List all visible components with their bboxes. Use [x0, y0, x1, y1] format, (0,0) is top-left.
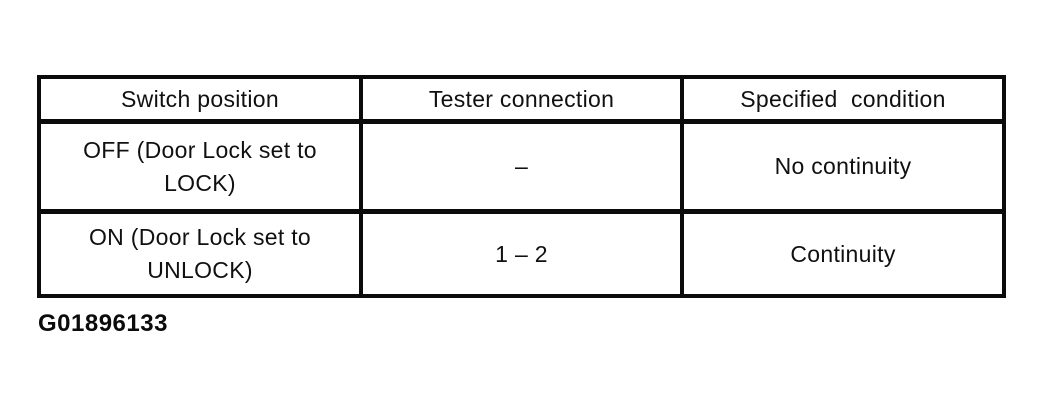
cell-row1-switch-position: OFF (Door Lock set to LOCK) [41, 124, 363, 214]
column-header-switch-position: Switch position [41, 79, 363, 124]
column-header-specified-condition: Specified condition [684, 79, 1002, 124]
cell-row2-tester-connection: 1 – 2 [363, 214, 684, 294]
cell-row2-specified-condition: Continuity [790, 240, 896, 267]
cell-row2-switch-position: ON (Door Lock set to UNLOCK) [41, 214, 363, 294]
column-header-tester-connection: Tester connection [363, 79, 684, 124]
cell-row1-tester-connection: – [363, 124, 684, 214]
continuity-spec-table: Switch position Tester connection Specif… [37, 75, 1006, 298]
cell-row1-specified-condition: No continuity [684, 124, 1002, 214]
figure-id: G01896133 [38, 310, 168, 337]
